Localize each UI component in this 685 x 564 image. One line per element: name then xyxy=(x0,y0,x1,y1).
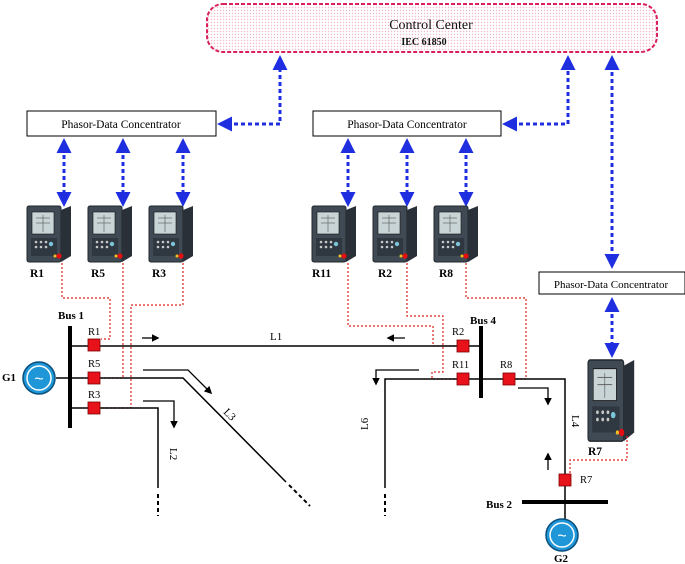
arrow-l4-down xyxy=(518,387,552,406)
breaker-r7 xyxy=(558,473,572,487)
breaker-label-r3: R3 xyxy=(88,390,100,401)
generator-g2: ~ xyxy=(545,518,579,552)
relay-label-r1: R1 xyxy=(30,268,44,280)
breaker-label-r11: R11 xyxy=(452,360,469,371)
relay-device-r1 xyxy=(26,205,72,263)
pdc-label-middle: Phasor-Data Concentrator xyxy=(347,119,467,131)
line-label-l3: L3 xyxy=(221,406,238,423)
line-l3-dashes xyxy=(288,484,311,507)
relay-device-r5 xyxy=(87,205,133,263)
relay-device-r7 xyxy=(587,359,635,442)
line-l3 xyxy=(70,377,287,483)
control-center-box xyxy=(206,3,658,53)
relay-label-r5: R5 xyxy=(91,268,105,280)
arrow-l6 xyxy=(372,369,419,386)
breaker-label-r7: R7 xyxy=(580,475,592,486)
relay-device-r11 xyxy=(311,205,357,263)
breaker-r11 xyxy=(456,372,470,386)
pdc-box-middle xyxy=(312,110,502,137)
relay-device-r3 xyxy=(148,205,194,263)
relay-label-r7: R7 xyxy=(588,446,602,458)
line-label-l2: L2 xyxy=(167,448,179,460)
wire-r5 xyxy=(101,263,124,379)
line-label-l1: L1 xyxy=(270,331,282,343)
relay-label-r3: R3 xyxy=(152,268,166,280)
breaker-r5 xyxy=(87,371,101,385)
breaker-r1 xyxy=(87,338,101,352)
generator-g1-label: G1 xyxy=(2,372,16,384)
generator-g1: ~ xyxy=(22,361,56,395)
generator-g2-symbol: ~ xyxy=(557,528,566,545)
line-label-l4: L4 xyxy=(569,415,581,428)
line-l2 xyxy=(70,407,159,488)
breaker-r3 xyxy=(87,401,101,415)
comm-link-pdc-left-to-cc xyxy=(217,55,288,132)
line-l4 xyxy=(481,378,566,502)
relay-device-r8 xyxy=(433,205,479,263)
power-network xyxy=(56,326,608,519)
wire-r3 xyxy=(101,263,184,409)
breaker-r2 xyxy=(456,339,470,353)
comm-links xyxy=(56,55,620,358)
pdc-label-left: Phasor-Data Concentrator xyxy=(61,119,181,131)
generator-g1-symbol: ~ xyxy=(34,371,43,388)
pdc-box-right xyxy=(538,271,685,295)
breaker-label-r2: R2 xyxy=(452,327,464,338)
line-label-l6: L6 xyxy=(359,417,371,430)
bus2-label: Bus 2 xyxy=(486,499,512,511)
relay-label-r2: R2 xyxy=(378,268,392,280)
breaker-label-r1: R1 xyxy=(88,327,100,338)
relay-label-r11: R11 xyxy=(312,268,331,280)
arrow-l2 xyxy=(143,400,178,429)
arrow-l3 xyxy=(143,369,213,395)
generator-g2-label: G2 xyxy=(554,553,569,564)
bus1-label: Bus 1 xyxy=(58,310,84,322)
direction-arrows xyxy=(142,334,552,470)
control-center-title: Control Center xyxy=(389,18,473,33)
comm-link-pdc-middle-to-cc xyxy=(502,55,576,132)
relay-label-r8: R8 xyxy=(439,268,453,280)
pdc-box-left xyxy=(26,110,217,137)
relay-device-r2 xyxy=(372,205,418,263)
breaker-r8 xyxy=(502,372,516,386)
breaker-label-r5: R5 xyxy=(88,359,100,370)
bus4-label: Bus 4 xyxy=(470,315,496,327)
control-center-subtitle: IEC 61850 xyxy=(401,37,446,48)
wire-r2 xyxy=(406,263,457,380)
pdc-label-right: Phasor-Data Concentrator xyxy=(554,279,669,291)
line-l6 xyxy=(384,378,481,488)
breaker-label-r8: R8 xyxy=(500,360,512,371)
wire-r7 xyxy=(569,436,628,477)
